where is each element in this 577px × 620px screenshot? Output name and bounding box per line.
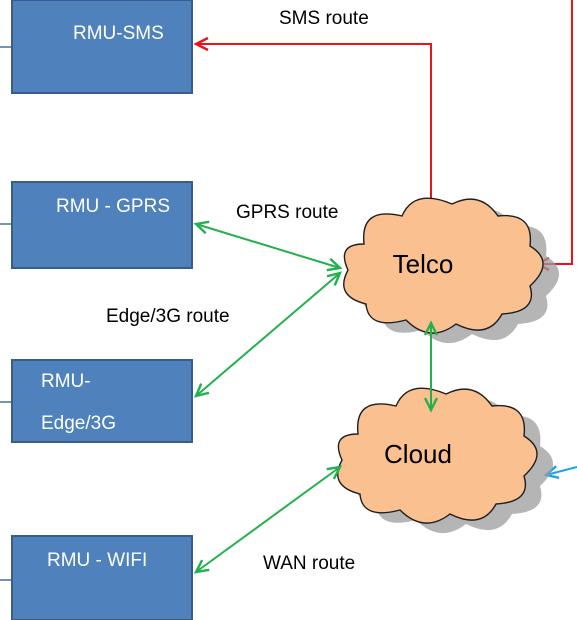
rmu-wifi-label: RMU - WIFI [47, 550, 147, 571]
rmu-sms-box: RMU-SMS [11, 0, 193, 94]
rmu-wifi-box: RMU - WIFI [11, 535, 193, 620]
rmu-edge-box: RMU- Edge/3G [11, 359, 193, 443]
sms-route-label: SMS route [279, 8, 369, 29]
green-route-lines [196, 224, 431, 572]
edge-route-label: Edge/3G route [106, 306, 230, 327]
rmu-sms-label: RMU-SMS [73, 23, 164, 44]
edge-route-line [196, 273, 340, 396]
wan-route-label: WAN route [263, 553, 355, 574]
rmu-gprs-box: RMU - GPRS [11, 181, 193, 269]
gprs-route-line [196, 224, 340, 268]
telco-cloud-label: Telco [393, 249, 454, 279]
sms-route-to-sms-box [196, 44, 432, 218]
left-edge-connectors [0, 46, 12, 581]
internet-cloud-label: Cloud [384, 439, 452, 469]
wan-input-arrow [546, 467, 577, 475]
rmu-gprs-label: RMU - GPRS [56, 196, 170, 217]
rmu-edge-label-line1: RMU- [41, 371, 91, 392]
telco-cloud: Telco [343, 197, 559, 344]
rmu-edge-label-line2: Edge/3G [41, 413, 116, 434]
sms-route-right-loop [537, 0, 573, 264]
wan-route-line [196, 467, 340, 572]
gprs-route-label: GPRS route [236, 202, 338, 223]
internet-cloud: Cloud [337, 387, 553, 534]
telco-cloud-body [343, 197, 544, 334]
